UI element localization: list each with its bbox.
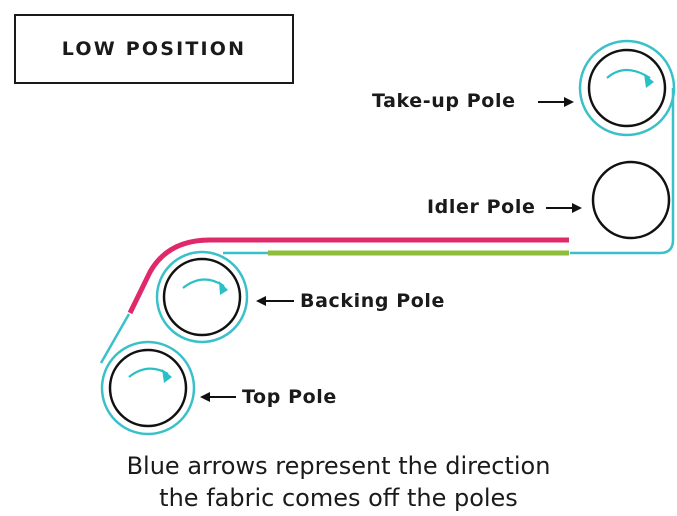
rotation-arrowhead-icon <box>219 281 228 295</box>
top-pole-label: Top Pole <box>242 386 337 408</box>
top-pole <box>108 348 188 428</box>
diagram-title: LOW POSITION <box>61 38 247 60</box>
idler-pole <box>591 160 671 240</box>
caption-line-2: the fabric comes off the poles <box>159 484 518 512</box>
quilt-top-fabric <box>127 237 569 315</box>
rotation-arrowhead-icon <box>644 74 654 88</box>
title-box: LOW POSITION <box>14 14 294 84</box>
take-up-pole <box>587 48 667 128</box>
backing-pole <box>162 257 242 337</box>
caption-line-1: Blue arrows represent the direction <box>126 452 551 480</box>
backing-pole-label: Backing Pole <box>300 290 446 312</box>
take-up-pole-label: Take-up Pole <box>372 90 516 112</box>
backing-fabric-path <box>99 39 676 436</box>
rotation-arrowhead-icon <box>162 369 172 383</box>
idler-pole-label: Idler Pole <box>427 196 536 218</box>
